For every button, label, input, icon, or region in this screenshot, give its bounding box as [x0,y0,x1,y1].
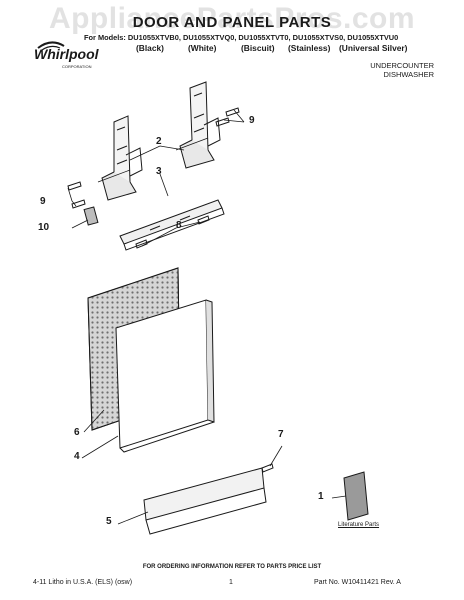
callout-7: 7 [278,429,284,440]
product-type-line1: UNDERCOUNTER [370,61,434,70]
logo-subtext: CORPORATION [62,64,92,69]
clip-part [83,206,99,226]
logo-wordmark: Whirlpool [34,46,99,62]
color-label-white: (White) [188,43,217,53]
whirlpool-logo: Whirlpool CORPORATION [34,40,100,72]
color-label-biscuit: (Biscuit) [241,43,275,53]
footer-litho: 4-11 Litho in U.S.A. (ELS) (osw) [33,579,133,586]
ordering-footnote: FOR ORDERING INFORMATION REFER TO PARTS … [142,564,322,570]
callout-1: 1 [318,491,324,502]
callout-10: 10 [38,222,50,233]
callout-3: 3 [156,166,162,177]
literature-parts-label: Literature Parts [338,522,380,528]
callout-9-left: 9 [40,196,46,207]
literature-pack [343,471,369,521]
logo-swirl-icon [37,41,65,51]
footer-part-number: Part No. W10411421 Rev. A [314,579,401,586]
product-type: UNDERCOUNTER DISHWASHER [370,61,434,79]
door-rail [119,199,225,251]
door-panel [115,299,215,453]
screws-right [215,107,240,127]
leader-lines [67,109,347,525]
door-bracket-right [175,81,221,169]
callout-6: 6 [74,427,80,438]
footer-page-number: 1 [229,579,233,586]
toe-panel-screw [261,463,274,473]
color-label-universal-silver: (Universal Silver) [339,43,408,53]
callout-5: 5 [106,516,112,527]
product-type-line2: DISHWASHER [383,70,434,79]
door-bracket-left [97,115,143,201]
watermark: AppliancePartsPros.com [48,2,416,35]
color-label-stainless: (Stainless) [288,43,331,53]
models-line: For Models: DU1055XTVB0, DU1055XTVQ0, DU… [84,33,399,42]
toe-kick-panel [143,467,267,535]
screws-left [67,181,86,209]
callout-2: 2 [156,136,162,147]
page-title: DOOR AND PANEL PARTS [132,14,332,31]
callout-9-right: 9 [249,115,255,126]
callout-4: 4 [74,451,80,462]
callout-8: 8 [176,220,182,231]
color-label-black: (Black) [136,43,164,53]
